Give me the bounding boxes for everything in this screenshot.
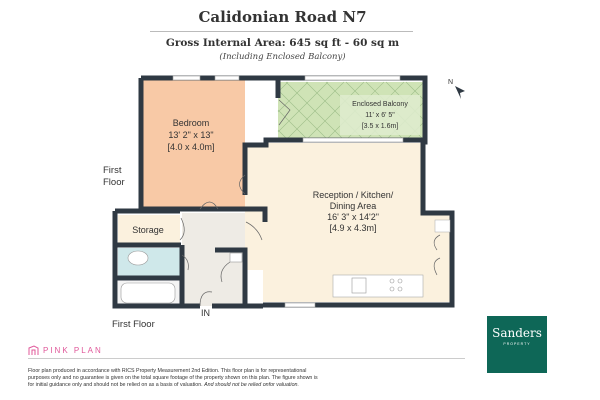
bedroom-area — [143, 80, 245, 210]
room-imperial: 11' x 6' 5" — [365, 112, 395, 119]
agent-subtitle: PROPERTY — [503, 342, 531, 346]
floor-label-line: Floor — [103, 177, 125, 188]
divider — [150, 31, 413, 32]
bath-icon — [120, 282, 176, 304]
pink-plan-logo-icon — [28, 345, 39, 355]
room-name: Bedroom — [173, 118, 210, 128]
room-metric: [4.9 x 4.3m] — [329, 223, 376, 233]
room-metric: [4.0 x 4.0m] — [167, 142, 214, 152]
room-metric: [3.5 x 1.6m] — [362, 123, 399, 130]
floor-label-bottom: First Floor — [112, 319, 155, 330]
page-title: Calidonian Road N7 — [198, 8, 367, 26]
room-name: Storage — [132, 225, 164, 235]
floor-label-line: First — [103, 165, 122, 176]
room-name: Enclosed Balcony — [352, 101, 408, 108]
room-name: Dining Area — [330, 201, 377, 211]
kitchen-counter — [332, 274, 424, 298]
storage-area — [118, 215, 180, 243]
disclaimer: Floor plan produced in accordance with R… — [28, 368, 318, 389]
reception-area — [245, 143, 450, 302]
doors — [179, 99, 441, 307]
disclaimer-text: Floor plan produced in accordance with R… — [28, 368, 318, 388]
gross-internal-area: Gross Internal Area: 645 sq ft - 60 sq m — [165, 37, 400, 49]
toilet-icon — [127, 250, 149, 266]
windows — [172, 75, 404, 308]
sink-icon — [351, 277, 367, 294]
agent-logo: Sanders PROPERTY — [487, 316, 547, 373]
room-imperial: 16' 3" x 14'2" — [327, 212, 379, 222]
hob-icon — [389, 278, 403, 292]
pink-plan-brand: PINK PLAN — [28, 345, 103, 356]
disclaimer-italic: And should not be relied onfor valuation… — [204, 382, 299, 388]
room-imperial: 13' 2" x 13" — [168, 130, 213, 140]
brand-name: PINK PLAN — [43, 346, 103, 355]
compass-label: N — [448, 79, 453, 86]
entrance-label: IN — [201, 308, 210, 318]
floor-label-side: First Floor — [103, 165, 125, 189]
divider — [28, 358, 465, 359]
bathroom-area — [118, 248, 180, 278]
north-arrow-icon — [455, 86, 465, 99]
agent-name: Sanders — [492, 326, 542, 340]
room-name: Reception / Kitchen/ — [313, 190, 394, 200]
area-note: (Including Enclosed Balcony) — [219, 52, 346, 62]
